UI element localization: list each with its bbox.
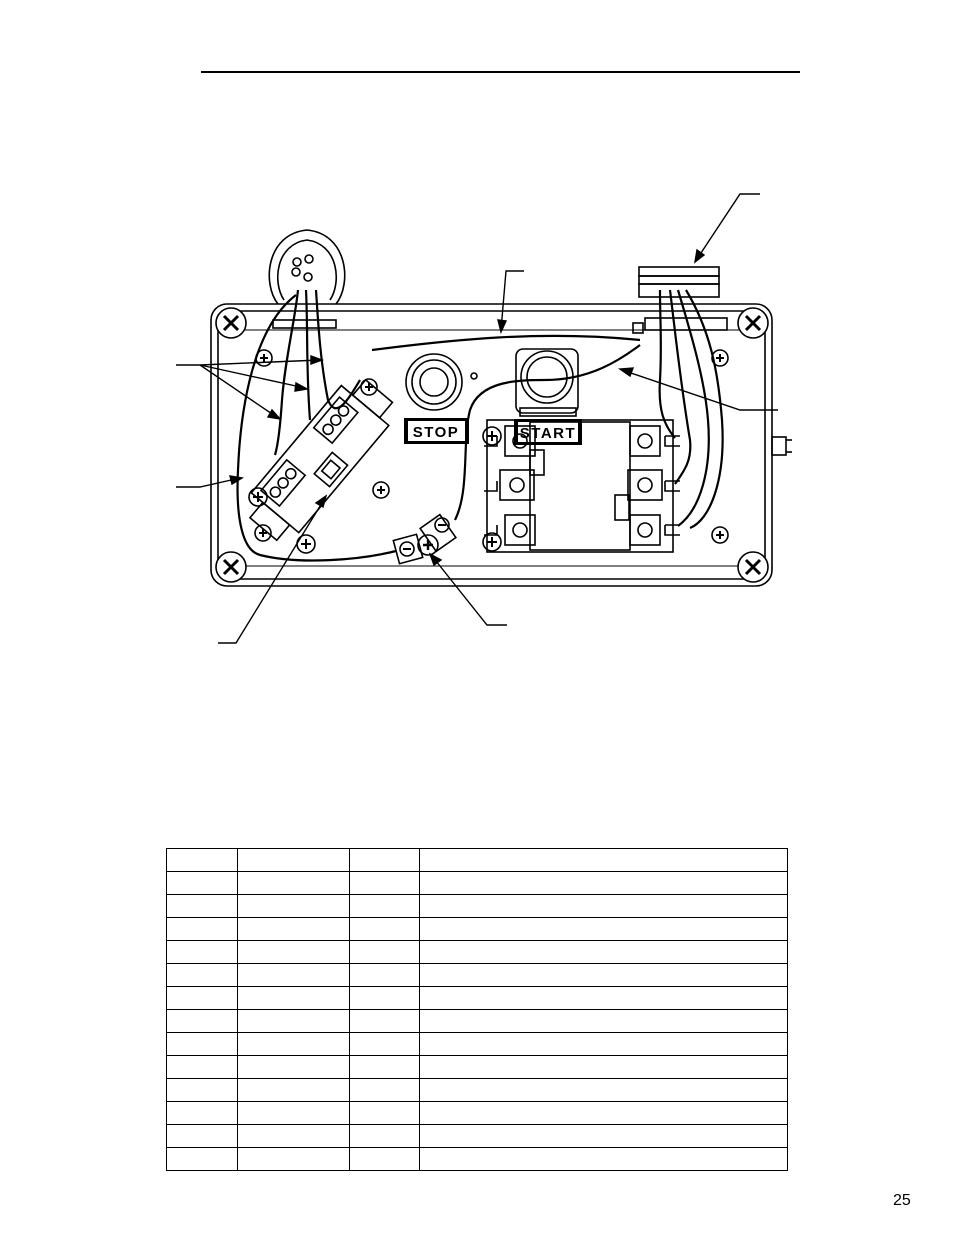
table-cell (237, 871, 350, 895)
table-row (166, 1032, 788, 1056)
side-knob (771, 436, 787, 456)
table-cell (166, 940, 238, 964)
corner-screw-top-left (215, 307, 247, 339)
table-cell (349, 1078, 420, 1102)
table-cell (237, 940, 350, 964)
table-cell (419, 848, 788, 872)
table-cell (166, 871, 238, 895)
table-cell (349, 917, 420, 941)
table-row (166, 1147, 788, 1171)
corner-screw-bottom-left (215, 551, 247, 583)
table-cell (166, 1032, 238, 1056)
table-cell (166, 894, 238, 918)
table-cell (349, 1101, 420, 1125)
parts-list-table (166, 848, 788, 1171)
table-row (166, 1101, 788, 1125)
table-cell (237, 1147, 350, 1171)
table-cell (166, 1101, 238, 1125)
table-row (166, 963, 788, 987)
header-rule (201, 71, 800, 73)
table-cell (419, 940, 788, 964)
table-cell (349, 848, 420, 872)
mounting-screw (711, 349, 729, 367)
table-cell (166, 1147, 238, 1171)
table-cell (166, 1009, 238, 1033)
start-label: START (520, 425, 576, 442)
enclosure-inner (217, 310, 766, 580)
mounting-screw (711, 526, 729, 544)
breaker-screw (248, 487, 268, 507)
table-cell (419, 1124, 788, 1148)
breaker-screw (372, 481, 390, 499)
table-cell (419, 963, 788, 987)
circuit-breaker (248, 378, 394, 542)
cord-grip-left (268, 229, 346, 329)
table-row (166, 940, 788, 964)
table-cell (237, 1032, 350, 1056)
table-cell (419, 1147, 788, 1171)
table-cell (419, 1009, 788, 1033)
table-cell (349, 940, 420, 964)
table-cell (419, 917, 788, 941)
mounting-screw (254, 524, 272, 542)
table-cell (237, 848, 350, 872)
table-row (166, 848, 788, 872)
table-cell (349, 986, 420, 1010)
table-row (166, 917, 788, 941)
table-cell (349, 871, 420, 895)
table-cell (166, 963, 238, 987)
contactor (482, 419, 680, 553)
table-cell (166, 1124, 238, 1148)
table-cell (419, 894, 788, 918)
table-row (166, 1055, 788, 1079)
table-cell (166, 986, 238, 1010)
breaker-screw (360, 378, 378, 396)
table-cell (237, 1009, 350, 1033)
table-cell (237, 963, 350, 987)
corner-screw-top-right (737, 307, 769, 339)
table-cell (349, 1032, 420, 1056)
table-cell (166, 917, 238, 941)
table-cell (419, 986, 788, 1010)
table-cell (237, 1101, 350, 1125)
control-box-wiring-diagram: STOP START (176, 193, 792, 644)
table-cell (166, 848, 238, 872)
table-cell (349, 963, 420, 987)
start-button (515, 348, 579, 417)
table-cell (237, 917, 350, 941)
table-row (166, 1078, 788, 1102)
table-row (166, 1009, 788, 1033)
table-cell (237, 1055, 350, 1079)
table-cell (419, 1078, 788, 1102)
table-cell (237, 894, 350, 918)
ground-terminal (392, 513, 457, 565)
table-cell (349, 1055, 420, 1079)
table-cell (349, 1147, 420, 1171)
breaker-screw (296, 534, 316, 554)
callout-leaders (176, 193, 778, 644)
table-cell (237, 1078, 350, 1102)
table-cell (237, 986, 350, 1010)
stop-label: STOP (413, 424, 460, 441)
table-cell (419, 1055, 788, 1079)
table-cell (166, 1055, 238, 1079)
table-row (166, 1124, 788, 1148)
table-cell (166, 1078, 238, 1102)
wiring (236, 289, 724, 562)
table-row (166, 871, 788, 895)
table-cell (419, 871, 788, 895)
table-row (166, 986, 788, 1010)
table-cell (419, 1032, 788, 1056)
table-row (166, 894, 788, 918)
corner-screw-bottom-right (737, 551, 769, 583)
table-cell (349, 1009, 420, 1033)
table-cell (237, 1124, 350, 1148)
page-number: 25 (893, 1192, 911, 1209)
table-cell (349, 894, 420, 918)
table-cell (349, 1124, 420, 1148)
stop-button (405, 353, 478, 411)
table-cell (419, 1101, 788, 1125)
